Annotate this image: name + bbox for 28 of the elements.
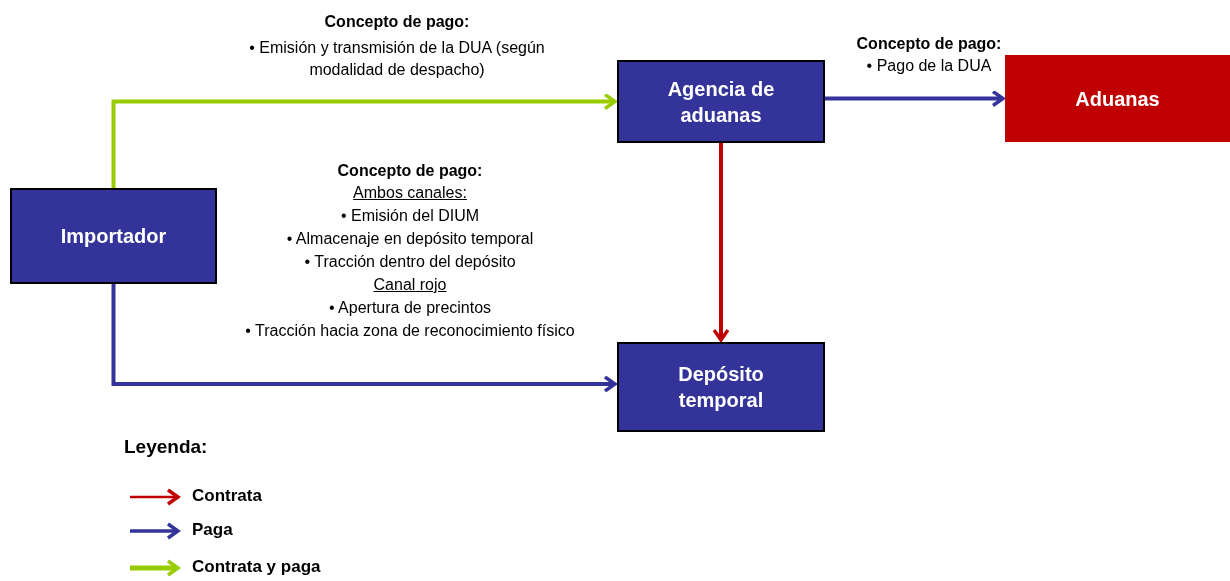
channel-heading: Canal rojo	[373, 275, 447, 295]
payment-heading: Concepto de pago:	[337, 161, 483, 181]
process-box	[617, 60, 825, 143]
box-label: Aduanas	[1075, 86, 1160, 112]
arrow	[712, 143, 730, 342]
process-box	[617, 342, 825, 432]
payment-item: • Emisión del DIUM	[340, 206, 480, 226]
payment-item: • Almacenaje en depósito temporal	[286, 229, 534, 249]
box-label: Agencia de aduanas	[666, 76, 776, 128]
legend-label: Paga	[192, 520, 233, 540]
arrow	[111, 284, 617, 393]
arrow	[111, 92, 617, 188]
payment-heading: Concepto de pago:	[324, 12, 470, 32]
payment-item: • Apertura de precintos	[328, 298, 492, 318]
legend-label: Contrata	[192, 486, 262, 506]
box-label: Depósito temporal	[677, 362, 765, 413]
process-box	[1005, 55, 1230, 142]
payment-item: • Pago de la DUA	[866, 56, 992, 76]
box-label: Importador	[60, 224, 167, 249]
process-box	[10, 188, 217, 284]
payment-heading: Concepto de pago:	[856, 34, 1002, 54]
payment-item: • Emisión y transmisión de la DUA (según modalidad de despacho)	[248, 38, 546, 80]
legend-title: Leyenda:	[124, 436, 208, 458]
channel-heading: Ambos canales:	[353, 183, 467, 203]
legend-label: Contrata y paga	[192, 557, 321, 577]
payment-item: • Tracción hacia zona de reconocimiento físico	[244, 321, 576, 341]
arrow	[825, 89, 1005, 108]
payment-item: • Tracción dentro del depósito	[304, 252, 516, 272]
